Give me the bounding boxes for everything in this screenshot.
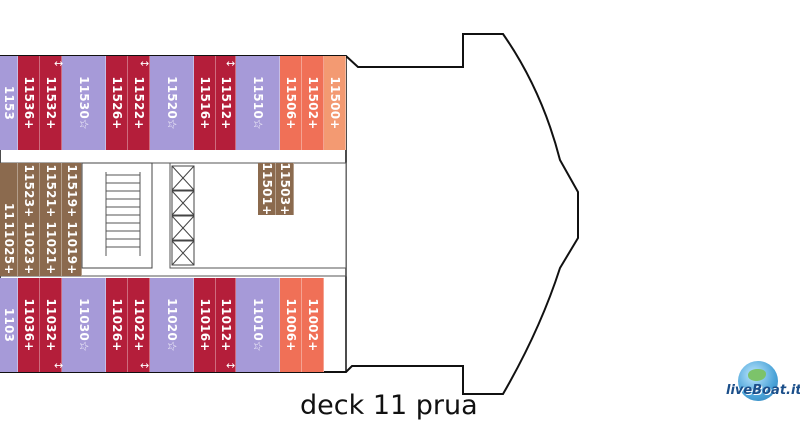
cabin-port[interactable]: 11036+ <box>18 278 40 372</box>
cabin-starboard[interactable]: 11530☆ <box>62 56 106 150</box>
accessible-cabin-icon: ↔ <box>226 359 236 372</box>
accessible-cabin-icon: ↔ <box>54 359 64 372</box>
cabin-number: 11503+ <box>277 162 292 216</box>
cabin-starboard[interactable]: 11502+ <box>302 56 324 150</box>
cabin-port[interactable]: 1103 <box>0 278 18 372</box>
cabin-starboard[interactable]: 11526+ <box>106 56 128 150</box>
cabin-number: 11036+ <box>21 298 36 352</box>
cabin-inner-lower[interactable]: 11019+ <box>62 219 82 276</box>
cabin-starboard[interactable]: 11510☆ <box>236 56 280 150</box>
cabin-number: 11006+ <box>283 298 298 352</box>
cabin-number: 11520☆ <box>164 76 179 130</box>
cabin-starboard[interactable]: 11532+ <box>40 56 62 150</box>
cabin-number: 11022+ <box>131 298 146 352</box>
cabin-number: 11500+ <box>327 76 342 130</box>
cabin-number: 11016+ <box>197 298 212 352</box>
cabin-number: 1153 <box>1 85 16 121</box>
cabin-number: 11512+ <box>218 76 233 130</box>
cabin-number: 11030☆ <box>76 298 91 352</box>
cabin-number: 11522+ <box>131 76 146 130</box>
cabin-starboard[interactable]: 11520☆ <box>150 56 194 150</box>
cabin-starboard[interactable]: 11500+ <box>324 56 346 150</box>
cabin-starboard[interactable]: 11512+ <box>216 56 236 150</box>
cabin-port[interactable]: 11022+ <box>128 278 150 372</box>
cabin-number: 11012+ <box>218 298 233 352</box>
cabin-inner-right[interactable]: 11501+ <box>258 162 276 216</box>
cabin-number: 11021+ <box>43 220 58 275</box>
accessible-cabin-icon: ↔ <box>226 57 236 70</box>
cabin-inner-lower[interactable]: 11021+ <box>40 219 62 276</box>
cabin-number: 11020☆ <box>164 298 179 352</box>
cabin-number: 11523+ <box>21 164 36 218</box>
cabin-inner-upper[interactable]: 11519+ <box>62 163 82 219</box>
cabin-number: 11530☆ <box>76 76 91 130</box>
cabin-number: 11502+ <box>305 76 320 130</box>
cabin-starboard[interactable]: 1153 <box>0 56 18 150</box>
cabin-number: 11501+ <box>259 162 274 216</box>
hull-outline-path <box>0 33 579 395</box>
cabin-inner-lower[interactable]: 11023+ <box>18 219 40 276</box>
cabin-number: 11025+ <box>1 220 16 275</box>
cabin-port[interactable]: 11012+ <box>216 278 236 372</box>
cabin-number: 11023+ <box>21 220 36 275</box>
logo-text: liveBoat.it <box>726 383 800 398</box>
cabin-number: 1103 <box>1 307 16 343</box>
cabin-port[interactable]: 11030☆ <box>62 278 106 372</box>
cabin-port[interactable]: 11002+ <box>302 278 324 372</box>
cabin-inner-upper[interactable]: 11521+ <box>40 163 62 219</box>
cabin-starboard[interactable]: 11522+ <box>128 56 150 150</box>
cabin-number: 11506+ <box>283 76 298 130</box>
cabin-number: 11526+ <box>109 76 124 130</box>
accessible-cabin-icon: ↔ <box>140 57 150 70</box>
cabin-starboard[interactable]: 11506+ <box>280 56 302 150</box>
accessible-cabin-icon: ↔ <box>54 57 64 70</box>
deck-caption: deck 11 prua <box>300 390 478 421</box>
cabin-number: 11002+ <box>305 298 320 352</box>
cabin-number: 11510☆ <box>250 76 265 130</box>
cabin-number: 11536+ <box>21 76 36 130</box>
cabin-port[interactable]: 11020☆ <box>150 278 194 372</box>
accessible-cabin-icon: ↔ <box>140 359 150 372</box>
cabin-number: 11010☆ <box>250 298 265 352</box>
liveboat-logo: liveBoat.it <box>722 355 800 415</box>
cabin-number: 11532+ <box>43 76 58 130</box>
island-icon <box>748 369 766 381</box>
cabin-number: 11019+ <box>64 220 79 275</box>
cabin-port[interactable]: 11026+ <box>106 278 128 372</box>
cabin-port[interactable]: 11006+ <box>280 278 302 372</box>
cabin-port[interactable]: 11032+ <box>40 278 62 372</box>
cabin-inner-right[interactable]: 11503+ <box>276 162 294 216</box>
cabin-number: 11516+ <box>197 76 212 130</box>
cabin-port[interactable]: 11010☆ <box>236 278 280 372</box>
cabin-number: 11032+ <box>43 298 58 352</box>
cabin-starboard[interactable]: 11516+ <box>194 56 216 150</box>
cabin-starboard[interactable]: 11536+ <box>18 56 40 150</box>
cabin-port[interactable]: 11016+ <box>194 278 216 372</box>
cabin-number: 11519+ <box>64 164 79 218</box>
cabin-number: 11521+ <box>43 164 58 218</box>
cabin-number: 11026+ <box>109 298 124 352</box>
globe-logo-icon <box>738 361 778 401</box>
cabin-inner-upper[interactable]: 11523+ <box>18 163 40 219</box>
cabin-inner-lower[interactable]: 11025+ <box>0 219 18 276</box>
